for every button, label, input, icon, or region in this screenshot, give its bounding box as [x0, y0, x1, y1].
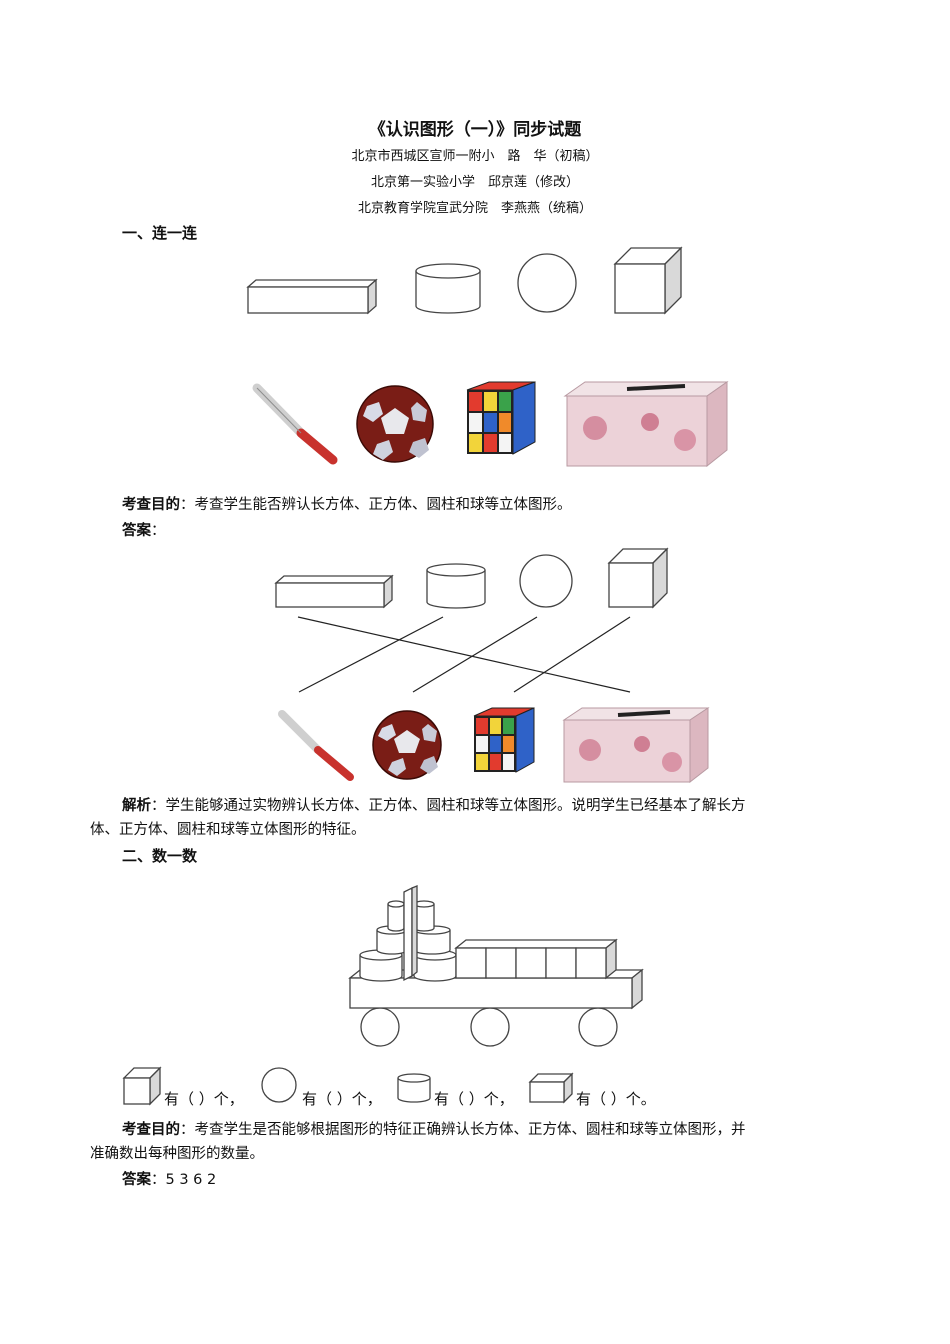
s1-answer-label: 答案 — [122, 523, 151, 539]
count-cube-text: 有（ ）个， — [164, 1090, 244, 1108]
author-line-2: 北京第一实验小学 邱京莲（修改） — [370, 175, 579, 190]
section1-heading: 一、连一连 — [122, 224, 198, 242]
section2-heading: 二、数一数 — [122, 847, 198, 865]
wheel-sphere — [578, 1007, 618, 1047]
s2-purpose: 考查目的：考查学生是否能够根据图形的特征正确辨认长方体、正方体、圆柱和球等立体图… — [122, 1118, 882, 1142]
tissue-box-icon — [563, 381, 729, 468]
wheel-sphere — [470, 1007, 510, 1047]
rubiks-cube-icon — [466, 381, 536, 455]
page-title: 《认识图形（一）》同步试题 — [368, 120, 582, 140]
s1-purpose-text: ：考查学生能否辨认长方体、正方体、圆柱和球等立体图形。 — [180, 497, 572, 513]
s1-purpose: 考查目的：考查学生能否辨认长方体、正方体、圆柱和球等立体图形。 — [122, 493, 572, 517]
cylinder-icon — [397, 1073, 431, 1103]
count-sphere-text: 有（ ）个， — [302, 1090, 382, 1108]
wheel-sphere — [360, 1007, 400, 1047]
s2-purpose-line2: 准确数出每种图形的数量。 — [90, 1146, 264, 1162]
count-cuboid-text: 有（ ）个。 — [576, 1090, 656, 1108]
divider-cuboid — [403, 885, 418, 982]
cube-icon — [613, 246, 683, 315]
tissue-box-icon — [562, 707, 710, 784]
s2-purpose-text: ：考查学生是否能够根据图形的特征正确辨认长方体、正方体、圆柱和球等立体图形，并 — [180, 1122, 746, 1138]
s1-analysis-line2: 体、正方体、圆柱和球等立体图形的特征。 — [90, 822, 366, 838]
pen-icon — [278, 710, 354, 781]
connect-line — [412, 616, 538, 693]
s2-answer: 答案：5 3 6 2 — [122, 1168, 216, 1192]
count-row: 有（ ）个， 有（ ）个， 有（ ）个， 有（ ）个。 — [122, 1066, 822, 1112]
s1-answer-text: ： — [151, 523, 166, 539]
shapes-row-2 — [274, 547, 669, 609]
s1-answer: 答案： — [122, 519, 166, 543]
shapes-row-1 — [246, 246, 683, 315]
objects-row-1 — [252, 381, 729, 468]
cylinder-stack-left — [359, 900, 408, 982]
count-cylinder-text: 有（ ）个， — [434, 1090, 514, 1108]
s1-purpose-label: 考查目的 — [122, 497, 180, 513]
cuboid-icon — [528, 1072, 574, 1104]
shape-train-figure — [348, 885, 644, 1047]
cylinder-icon — [415, 263, 481, 314]
s1-analysis: 解析：学生能够通过实物辨认长方体、正方体、圆柱和球等立体图形。说明学生已经基本了… — [122, 794, 882, 818]
rubiks-cube-icon — [473, 707, 535, 773]
soccer-ball-icon — [356, 385, 434, 463]
s1-analysis-label: 解析 — [122, 798, 151, 814]
cube-row — [454, 938, 618, 980]
sphere-icon — [261, 1067, 297, 1103]
s2-answer-label: 答案 — [122, 1172, 151, 1188]
pen-icon — [252, 383, 338, 465]
connect-line — [298, 616, 444, 693]
soccer-ball-icon — [372, 710, 442, 780]
cuboid-icon — [274, 574, 394, 609]
sphere-icon — [519, 554, 573, 608]
sphere-icon — [517, 253, 577, 313]
cube-icon — [607, 547, 669, 609]
objects-row-2 — [278, 707, 710, 784]
author-line-3: 北京教育学院宣武分院 李燕燕（统稿） — [357, 201, 592, 216]
cuboid-icon — [246, 278, 378, 315]
cylinder-icon — [426, 563, 486, 609]
s1-analysis-text: ：学生能够通过实物辨认长方体、正方体、圆柱和球等立体图形。说明学生已经基本了解长… — [151, 798, 746, 814]
author-line-1: 北京市西城区宣师一附小 路 华（初稿） — [351, 149, 599, 164]
connect-line — [297, 616, 631, 693]
connect-line — [513, 616, 631, 693]
cube-icon — [122, 1066, 162, 1106]
s2-purpose-label: 考查目的 — [122, 1122, 180, 1138]
s2-answer-text: ：5 3 6 2 — [151, 1172, 217, 1188]
cylinder-stack-right — [413, 900, 457, 982]
